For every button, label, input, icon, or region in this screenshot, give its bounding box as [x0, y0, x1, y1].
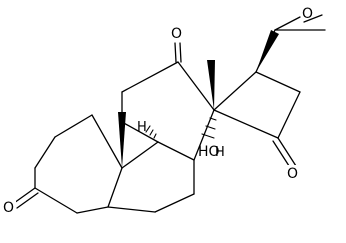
c12-ketone-bond	[174, 42, 182, 63]
c9-hydrogen-hash	[145, 125, 159, 143]
ring-d	[213, 71, 301, 139]
c13-methyl-wedge	[207, 60, 215, 110]
c14-hydroxyl-hash	[201, 109, 217, 139]
c10-methyl-wedge	[118, 112, 126, 168]
c17-acetyl-wedge	[256, 30, 279, 72]
oxygen-label-c12: O	[171, 26, 182, 42]
c3-ketone-bond	[13, 187, 39, 209]
oxygen-label-acetyl: O	[302, 6, 313, 22]
ring-a	[34, 114, 123, 214]
oxygen-label-c15: O	[287, 166, 298, 182]
ring-b	[107, 141, 195, 213]
hydroxyl-label-c14: HO	[198, 144, 220, 160]
hydrogen-label-c5: H	[215, 145, 225, 160]
c15-ketone-bond	[272, 137, 297, 170]
oxygen-label-c3: O	[3, 200, 14, 216]
hydrogen-label-c9: H	[137, 120, 147, 135]
